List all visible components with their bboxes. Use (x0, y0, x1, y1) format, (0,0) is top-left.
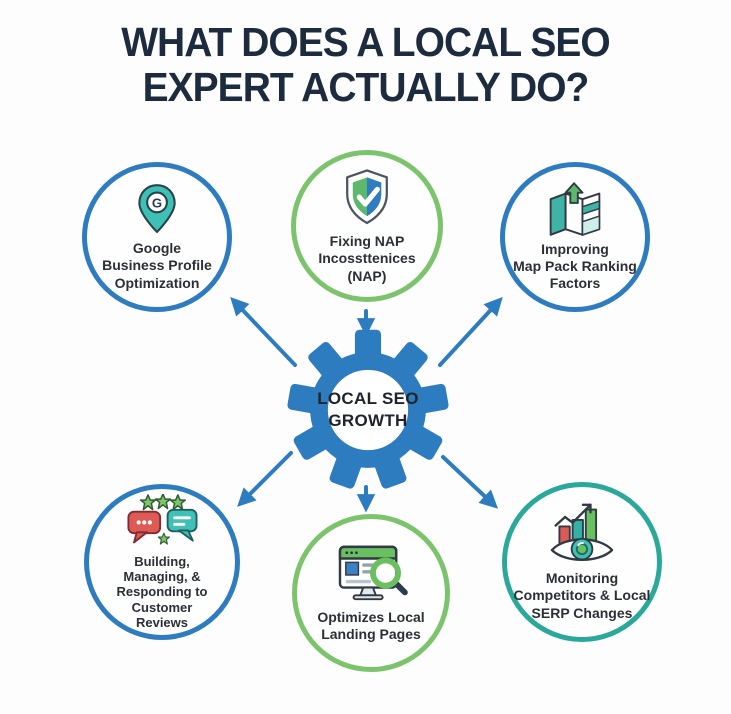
page-title: WHAT DOES A LOCAL SEO EXPERT ACTUALLY DO… (18, 19, 712, 111)
node-google-business-profile: G Google Business Profile Optimization (82, 162, 232, 312)
center-gear: LOCAL SEO GROWTH (284, 326, 452, 494)
node-label: Improving Map Pack Ranking Factors (513, 240, 637, 292)
node-label: Building, Managing, & Responding to Cust… (116, 553, 208, 630)
map-up-arrow-icon (549, 182, 601, 236)
gear-label: LOCAL SEO GROWTH (317, 388, 419, 430)
gear-icon (287, 329, 449, 489)
node-label: Monitoring Competitors & Local SERP Chan… (513, 570, 651, 621)
webpage-magnifier-icon (338, 545, 408, 601)
node-monitoring-serp: Monitoring Competitors & Local SERP Chan… (502, 482, 662, 642)
page-title-line2: EXPERT ACTUALLY DO? (142, 64, 590, 111)
node-map-pack-ranking: Improving Map Pack Ranking Factors (500, 162, 650, 312)
page-title-line1: WHAT DOES A LOCAL SEO (121, 19, 611, 65)
chart-eye-icon (550, 504, 614, 562)
node-label: Fixing NAP Incossttenices (NAP) (318, 233, 416, 284)
node-label: Google Business Profile Optimization (102, 240, 212, 291)
node-local-landing-pages: Optimizes Local Landing Pages (292, 514, 450, 672)
location-pin-g-icon: G (138, 184, 176, 234)
node-label: Optimizes Local Landing Pages (317, 608, 425, 642)
shield-check-icon (346, 169, 388, 225)
review-bubbles-stars-icon (127, 493, 198, 545)
node-fixing-nap: Fixing NAP Incossttenices (NAP) (291, 150, 443, 302)
pin-letter: G (152, 196, 162, 211)
node-customer-reviews: Building, Managing, & Responding to Cust… (84, 484, 240, 640)
